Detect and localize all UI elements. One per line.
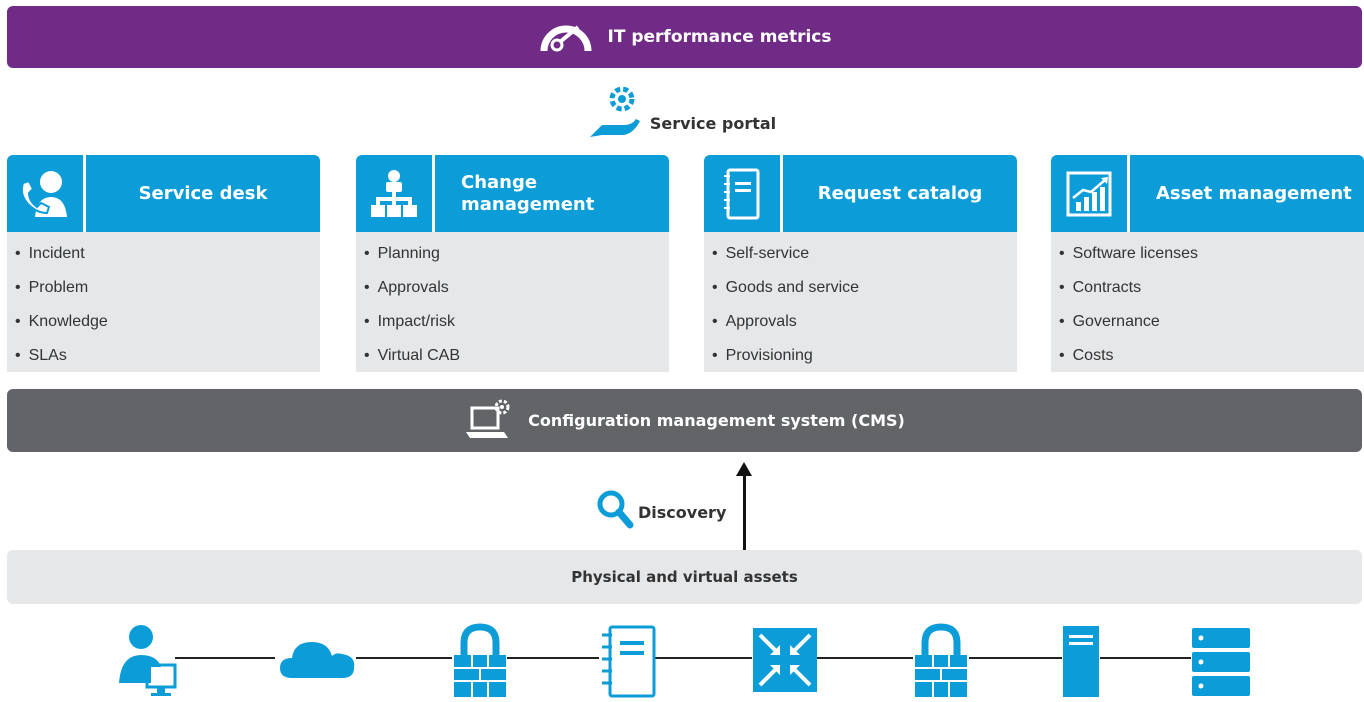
change-management-card: Change management Planning Approvals Imp… (356, 155, 669, 372)
list-item: Provisioning (712, 339, 1017, 373)
request-catalog-card: Request catalog Self-service Goods and s… (704, 155, 1017, 372)
card-body: Planning Approvals Impact/risk Virtual C… (356, 232, 669, 372)
card-header: Service desk (7, 155, 320, 232)
service-portal: Service portal (0, 84, 1364, 144)
cloud-icon (278, 632, 358, 686)
laptop-gear-icon (464, 398, 516, 444)
list-item: Impact/risk (364, 305, 669, 339)
server-rack-icon (1191, 627, 1251, 701)
list-item: Problem (15, 271, 320, 305)
connector-line (1100, 657, 1191, 659)
notebook-icon (600, 625, 656, 702)
speedometer-icon (538, 15, 594, 59)
list-item: Contracts (1059, 271, 1364, 305)
card-title: Service desk (138, 182, 268, 204)
list-item: Incident (15, 237, 320, 271)
connector-line (356, 657, 452, 659)
connector-line (817, 657, 913, 659)
discovery-label: Discovery (596, 489, 726, 535)
card-title: Request catalog (817, 182, 983, 204)
service-desk-card: Service desk Incident Problem Knowledge … (7, 155, 320, 372)
connector-line (507, 657, 599, 659)
card-title: Change management (461, 171, 595, 215)
connector-line (175, 657, 275, 659)
card-body: Incident Problem Knowledge SLAs (7, 232, 320, 372)
card-body: Software licenses Contracts Governance C… (1051, 232, 1364, 372)
card-header: Request catalog (704, 155, 1017, 232)
list-item: Planning (364, 237, 669, 271)
magnifier-icon (596, 489, 634, 535)
card-title: Asset management (1156, 182, 1352, 204)
connector-line (969, 657, 1062, 659)
discovery-arrow-head (736, 462, 752, 476)
card-header: Asset management (1051, 155, 1364, 232)
list-item: Governance (1059, 305, 1364, 339)
firewall-lock-icon (913, 623, 969, 702)
org-chart-icon (356, 155, 435, 232)
user-computer-icon (117, 623, 177, 702)
list-item: Software licenses (1059, 237, 1364, 271)
firewall-lock-icon (452, 623, 508, 702)
hand-gear-icon (588, 83, 644, 145)
discovery-title: Discovery (638, 502, 727, 522)
list-item: Approvals (712, 305, 1017, 339)
card-body: Self-service Goods and service Approvals… (704, 232, 1017, 372)
server-tower-icon (1062, 625, 1100, 702)
phone-user-icon (7, 155, 86, 232)
list-item: Costs (1059, 339, 1364, 373)
list-item: SLAs (15, 339, 320, 373)
cms-title: Configuration management system (CMS) (528, 411, 905, 430)
assets-title: Physical and virtual assets (571, 568, 798, 586)
list-item: Goods and service (712, 271, 1017, 305)
header-title: IT performance metrics (607, 27, 832, 47)
assets-bar: Physical and virtual assets (7, 550, 1362, 604)
it-performance-metrics-bar: IT performance metrics (7, 6, 1362, 68)
discovery-arrow-line (743, 475, 746, 550)
connector-line (655, 657, 752, 659)
list-item: Approvals (364, 271, 669, 305)
list-item: Self-service (712, 237, 1017, 271)
asset-management-card: Asset management Software licenses Contr… (1051, 155, 1364, 372)
notebook-icon (704, 155, 783, 232)
cms-bar: Configuration management system (CMS) (7, 389, 1362, 452)
network-switch-icon (752, 627, 818, 697)
portal-title: Service portal (649, 113, 777, 133)
list-item: Knowledge (15, 305, 320, 339)
list-item: Virtual CAB (364, 339, 669, 373)
growth-chart-icon (1051, 155, 1130, 232)
card-header: Change management (356, 155, 669, 232)
